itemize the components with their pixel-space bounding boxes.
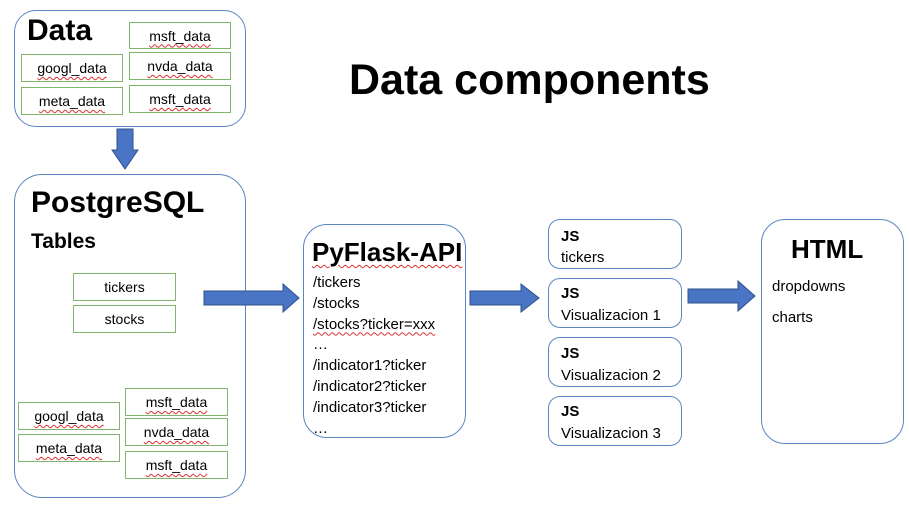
table-tickers: tickers [73, 273, 176, 301]
pg-item-msft-1: msft_data [125, 388, 228, 416]
arrow-js-to-html [687, 279, 756, 313]
api-route: /indicator3?ticker [313, 398, 427, 416]
table-stocks: stocks [73, 305, 176, 333]
arrow-down [111, 128, 139, 170]
pg-item-meta: meta_data [18, 434, 120, 462]
data-item-msft-2: msft_data [129, 85, 231, 113]
js-tag: JS [561, 285, 580, 302]
data-item-nvda: nvda_data [129, 52, 231, 80]
data-item-msft-1: msft_data [129, 22, 231, 49]
html-heading: HTML [791, 234, 864, 264]
js-box-vis-2: JS Visualizacion 2 [548, 337, 682, 387]
api-route: /tickers [313, 274, 361, 291]
api-routes: /tickers /stocks /stocks?ticker=xxx … /i… [313, 273, 435, 439]
api-route: … [313, 419, 328, 437]
data-item-googl: googl_data [21, 54, 123, 82]
html-item-charts: charts [772, 309, 813, 326]
api-route: /indicator2?ticker [313, 377, 427, 395]
js-tag: JS [561, 228, 580, 245]
arrow-api-to-js [469, 282, 540, 314]
js-label: Visualizacion 3 [561, 425, 661, 442]
js-box-tickers: JS tickers [548, 219, 682, 269]
js-label: tickers [561, 249, 605, 266]
pg-item-nvda: nvda_data [125, 418, 228, 446]
js-label: Visualizacion 2 [561, 367, 661, 384]
js-box-vis-1: JS Visualizacion 1 [548, 278, 682, 328]
data-item-meta: meta_data [21, 87, 123, 115]
data-heading: Data [27, 14, 93, 47]
diagram-title: Data components [349, 56, 710, 104]
api-route: /stocks?ticker=xxx [313, 315, 436, 333]
js-label: Visualizacion 1 [561, 307, 661, 324]
postgres-subheading: Tables [31, 230, 96, 253]
api-heading: PyFlask-API [312, 237, 463, 267]
pg-item-msft-2: msft_data [125, 451, 228, 479]
api-route: /indicator1?ticker [313, 357, 427, 375]
html-item-dropdowns: dropdowns [772, 278, 846, 295]
js-box-vis-3: JS Visualizacion 3 [548, 396, 682, 446]
js-tag: JS [561, 403, 580, 420]
pg-item-googl: googl_data [18, 402, 120, 430]
js-tag: JS [561, 345, 580, 362]
html-box: HTML dropdowns charts [761, 219, 904, 444]
postgres-heading: PostgreSQL [31, 186, 205, 219]
arrow-pg-to-api [203, 282, 300, 314]
api-box: PyFlask-API /tickers /stocks /stocks?tic… [303, 224, 466, 438]
api-route: … [313, 336, 328, 354]
api-route: /stocks [313, 294, 360, 312]
